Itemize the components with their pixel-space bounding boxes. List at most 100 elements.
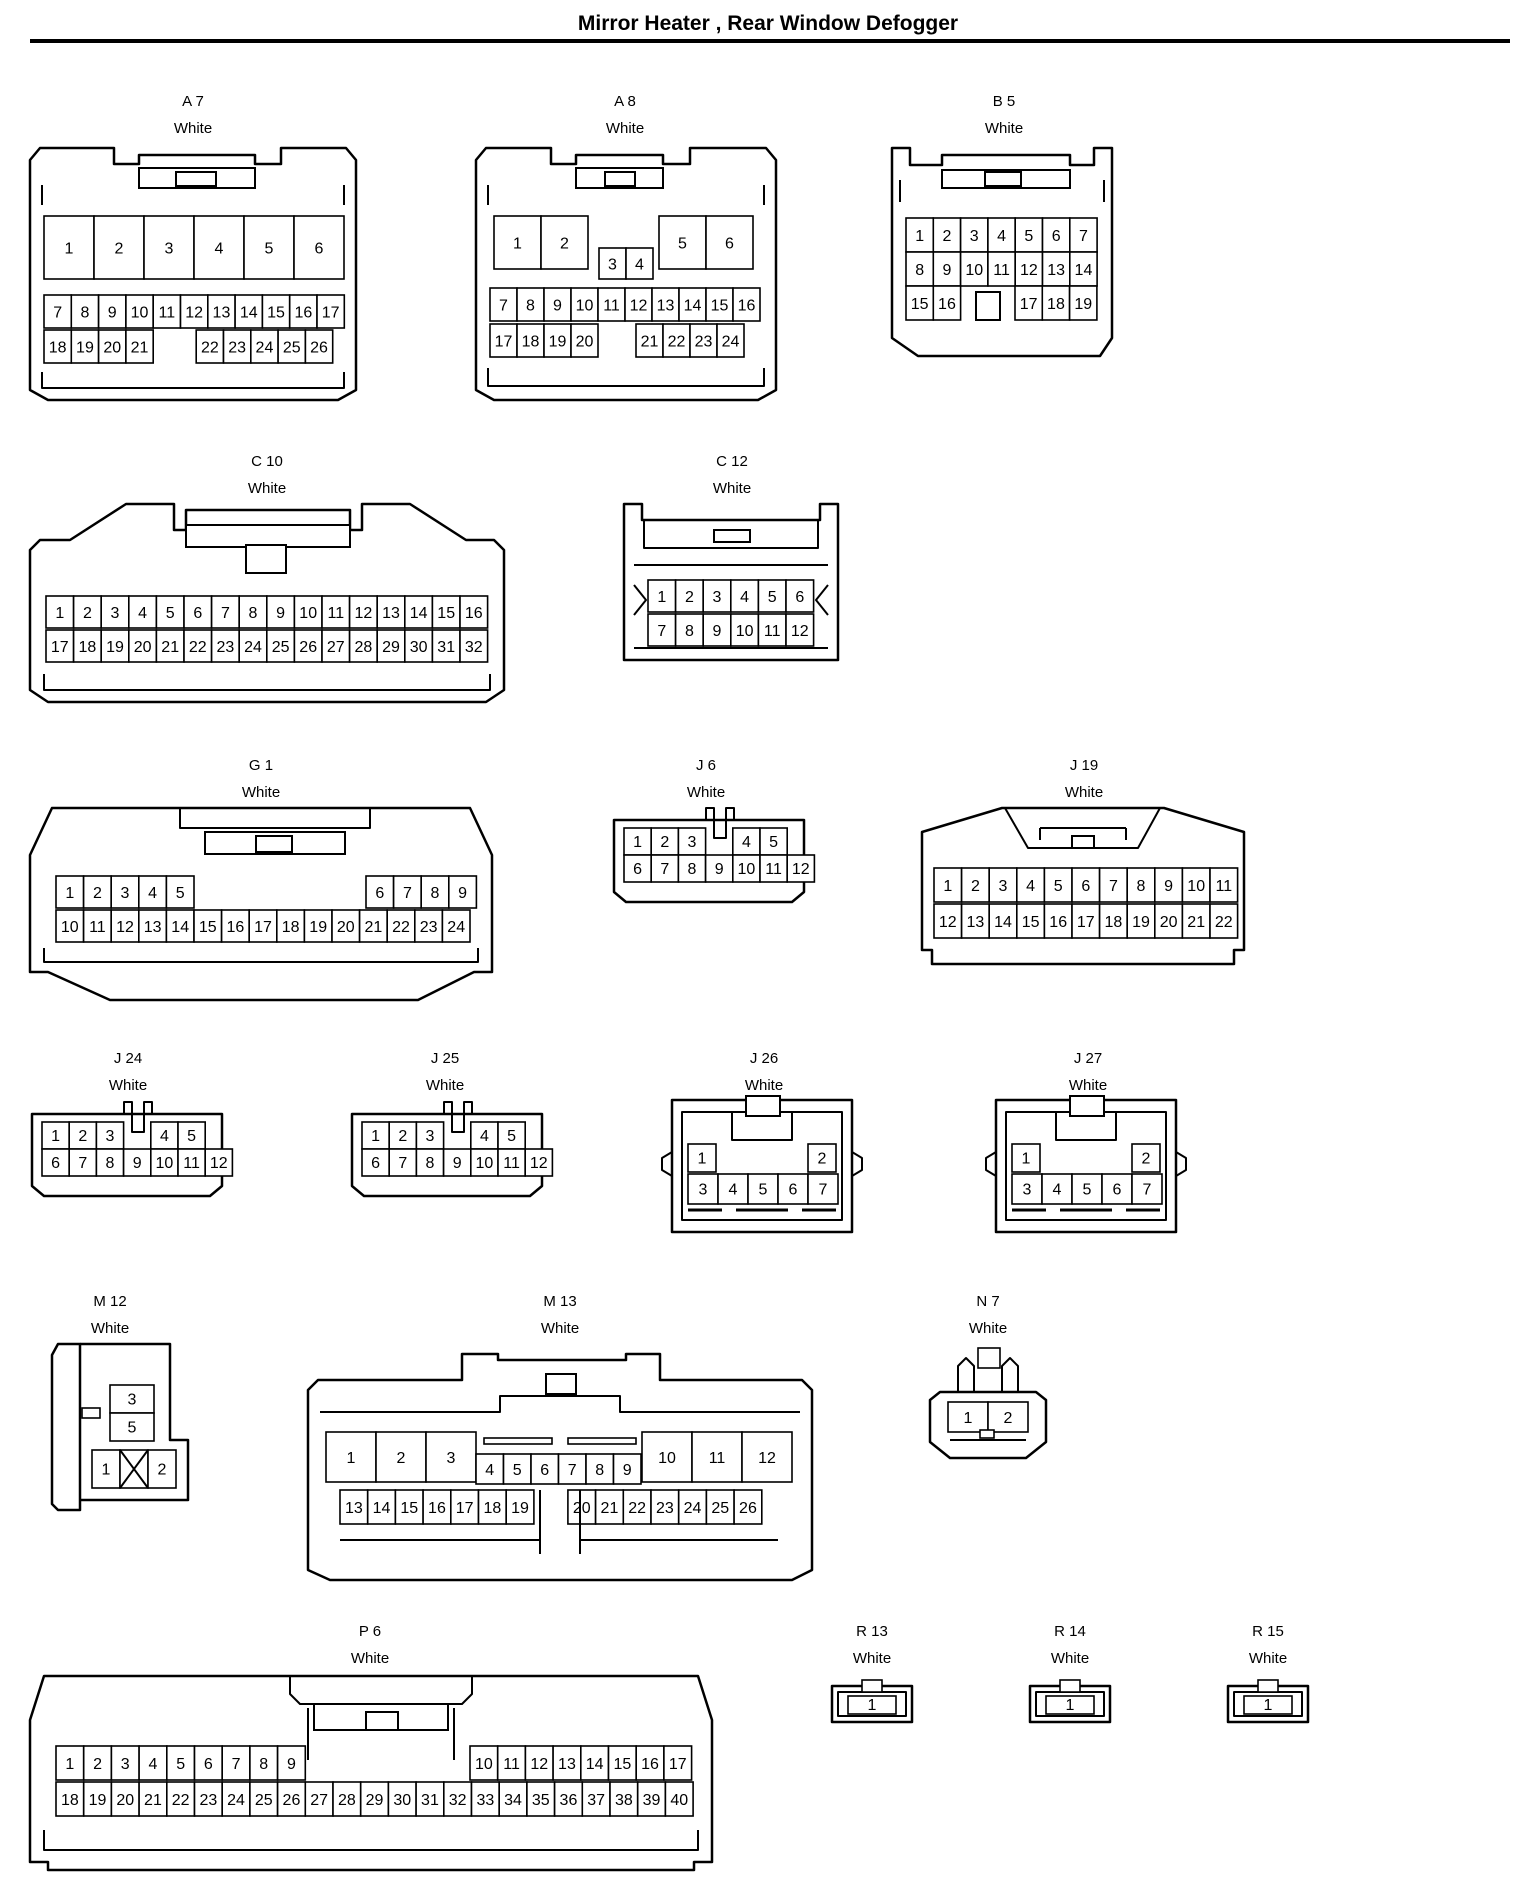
- pin-cell: [625, 247, 654, 280]
- pin-cell: [204, 1148, 234, 1177]
- pin-cell: [193, 1781, 224, 1817]
- pin-label: 4: [215, 240, 224, 257]
- latch-tab: [604, 171, 636, 187]
- pin-label: 12: [210, 1155, 228, 1172]
- pin-cell: [543, 287, 572, 322]
- pin-cell: [128, 595, 158, 629]
- pin-label: 1: [698, 1150, 707, 1167]
- undefined: [28, 502, 506, 704]
- pin-cell: [82, 909, 112, 943]
- pin-cell: [677, 1489, 708, 1525]
- pin-cell: [420, 875, 450, 909]
- pin-label: 12: [630, 297, 648, 314]
- pin-cell: [650, 1489, 680, 1525]
- pin-cell: [222, 329, 252, 364]
- pin-label: 7: [53, 304, 62, 321]
- pin-cell: [716, 323, 745, 358]
- pin-cell: [221, 1745, 251, 1781]
- pin-cell: [250, 329, 279, 364]
- pin-cell: [1068, 285, 1098, 321]
- pin-cell: [122, 1148, 152, 1177]
- pin-label: 24: [684, 1500, 702, 1517]
- connector-name: B 5: [993, 93, 1016, 110]
- pin-label: 9: [133, 1155, 142, 1172]
- page-title: Mirror Heater , Rear Window Defogger: [577, 12, 959, 35]
- pin-label: 14: [994, 914, 1012, 931]
- pin-label: 12: [791, 623, 809, 640]
- pin-label: 2: [1004, 1410, 1013, 1427]
- pin-cell: [321, 629, 351, 663]
- pin-label: 3: [111, 605, 120, 622]
- pin-cell: [622, 1489, 652, 1525]
- pin-label: 6: [51, 1155, 60, 1172]
- pin-label: 15: [711, 297, 729, 314]
- pin-label: 23: [656, 1500, 674, 1517]
- pin-label: 10: [738, 861, 756, 878]
- pin-label: 22: [668, 333, 686, 350]
- pin-label: 10: [965, 262, 983, 279]
- pin-label: 9: [942, 262, 951, 279]
- pin-cell: [100, 629, 130, 663]
- pin-label: 17: [495, 333, 513, 350]
- pin-label: 28: [338, 1792, 356, 1809]
- pin-cell: [1154, 903, 1184, 939]
- pin-cell: [183, 629, 213, 663]
- pin-cell: [612, 1453, 642, 1485]
- pin-label: 23: [228, 339, 246, 356]
- pin-cell: [361, 1148, 391, 1177]
- pin-label: 11: [503, 1155, 520, 1172]
- pin-label: 6: [1052, 228, 1061, 245]
- pin-label: 14: [684, 297, 702, 314]
- null: [830, 1684, 914, 1724]
- key-tab: [979, 1429, 995, 1439]
- undefined: [50, 1342, 82, 1512]
- pin-label: 6: [371, 1155, 380, 1172]
- connector-color: White: [1065, 784, 1103, 801]
- pin-label: 2: [1142, 1150, 1151, 1167]
- pin-cell: [1043, 867, 1073, 903]
- undefined: [28, 1674, 714, 1872]
- pin-cell: [249, 1781, 279, 1817]
- pin-label: 21: [1187, 914, 1205, 931]
- pin-label: 5: [769, 834, 778, 851]
- pin-cell: [1098, 903, 1128, 939]
- pin-label: 2: [397, 1450, 406, 1467]
- pin-cell: [597, 287, 626, 322]
- null: [705, 807, 735, 839]
- pin-cell: [959, 217, 989, 253]
- connector-color: White: [248, 480, 286, 497]
- pin-label: 24: [256, 339, 274, 356]
- pin-cell: [110, 909, 140, 943]
- pin-label: 16: [465, 605, 483, 622]
- pin-label: 13: [558, 1756, 576, 1773]
- connector-name: J 25: [431, 1050, 459, 1067]
- pin-label: 21: [144, 1792, 162, 1809]
- null: [837, 1691, 907, 1717]
- pin-label: 3: [447, 1450, 456, 1467]
- pin-label: 8: [426, 1155, 435, 1172]
- pin-cell: [72, 595, 102, 629]
- pin-label: 7: [1109, 878, 1118, 895]
- divider-bar: [483, 1437, 553, 1445]
- pin-cell: [469, 1148, 499, 1177]
- pin-label: 9: [458, 885, 467, 902]
- pin-label: 7: [568, 1462, 577, 1479]
- connector-name: N 7: [976, 1293, 999, 1310]
- pin-cell: [540, 215, 589, 270]
- pin-label: 16: [738, 297, 756, 314]
- pin-cell: [1011, 1173, 1043, 1205]
- pin-label: 5: [513, 1462, 522, 1479]
- pin-label: 6: [315, 240, 324, 257]
- pin-label: 2: [398, 1128, 407, 1145]
- connector-color: White: [687, 784, 725, 801]
- pin-label: 13: [213, 304, 231, 321]
- pin-label: 4: [1053, 1181, 1062, 1198]
- unused-cavity-mark: [119, 1449, 149, 1489]
- pin-cell: [1041, 285, 1071, 321]
- pin-label: 1: [943, 878, 952, 895]
- pin-cell: [82, 1745, 113, 1781]
